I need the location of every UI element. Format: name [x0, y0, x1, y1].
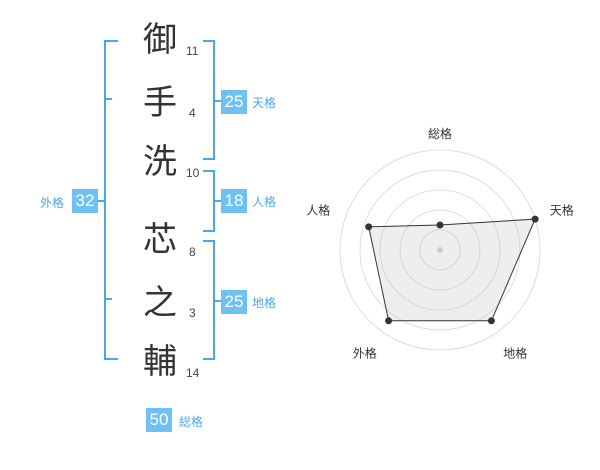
radar-point-1	[436, 221, 444, 229]
radar-grid-circle	[419, 229, 461, 271]
radar-axis-label-1: 総格	[428, 126, 452, 141]
radar-grid-circle	[359, 169, 521, 331]
radar-data-polygon	[368, 218, 536, 322]
jinkaku-value: 18	[221, 189, 247, 213]
name-char-5: 之	[143, 283, 177, 323]
name-char-3: 洗	[143, 142, 177, 182]
radar-point-3	[487, 317, 495, 325]
stroke-count-5: 3	[189, 306, 196, 320]
tenkaku-label: 天格	[252, 96, 277, 110]
stroke-count-4: 8	[189, 245, 196, 259]
gaikaku-label: 外格	[40, 196, 65, 210]
radar-grid-circle	[399, 209, 481, 291]
radar-axis-label-4: 外格	[353, 346, 377, 361]
radar-axis-label-3: 地格	[503, 346, 527, 361]
radar-axis-label-2: 天格	[550, 202, 574, 217]
soukaku-label: 総格	[179, 415, 204, 429]
name-char-2: 手	[143, 83, 177, 123]
stroke-count-3: 10	[186, 166, 200, 180]
stroke-count-6: 14	[186, 366, 200, 380]
stroke-count-2: 4	[189, 106, 196, 120]
radar-axis-label-5: 人格	[306, 202, 330, 217]
soukaku-value: 50	[146, 408, 172, 432]
stroke-count-1: 11	[186, 44, 199, 58]
chikaku-value: 25	[221, 290, 247, 314]
radar-point-5	[365, 223, 373, 231]
radar-point-4	[385, 317, 393, 325]
radar-point-2	[531, 215, 539, 223]
name-char-1: 御	[143, 20, 177, 60]
name-char-6: 輔	[143, 342, 177, 382]
gaikaku-value: 32	[72, 189, 98, 213]
jinkaku-label: 人格	[252, 195, 277, 209]
radar-center-dot	[437, 247, 443, 253]
radar-grid-circle	[339, 149, 541, 351]
chikaku-label: 地格	[252, 296, 277, 310]
name-char-4: 芯	[143, 220, 177, 260]
radar-grid-circle	[379, 189, 501, 311]
tenkaku-value: 25	[221, 90, 247, 114]
